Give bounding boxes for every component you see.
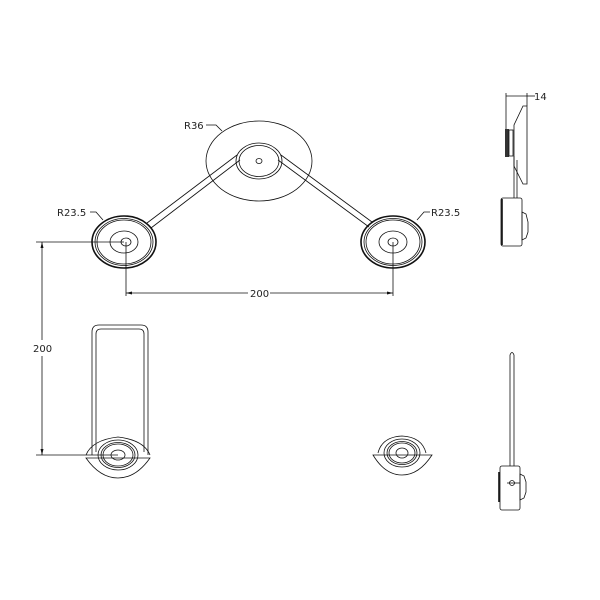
- dimension-label-thickness: 14: [534, 92, 547, 103]
- radius-label-r36: R36: [184, 121, 204, 132]
- radius-label-right: R23.5: [431, 208, 460, 219]
- leader-r23-left: [90, 211, 104, 221]
- spider-arm-right: [277, 154, 373, 228]
- horizontal-dimension: [125, 242, 394, 296]
- leader-r36: [206, 124, 223, 132]
- radius-label-left: R23.5: [57, 208, 86, 219]
- bottom-view-fitting: [372, 435, 433, 476]
- bottom-side-view: [498, 352, 527, 511]
- side-view: 14: [500, 92, 547, 247]
- top-view: R36 R23.5 R23.5 200: [57, 120, 460, 300]
- dimension-label-horizontal: 200: [250, 289, 269, 300]
- front-view: 200: [33, 241, 151, 479]
- leader-r23-right: [416, 211, 430, 221]
- center-hub: [205, 120, 313, 202]
- dimension-label-vertical: 200: [33, 344, 52, 355]
- vertical-dimension: [36, 241, 124, 456]
- spider-arm-left: [146, 154, 241, 229]
